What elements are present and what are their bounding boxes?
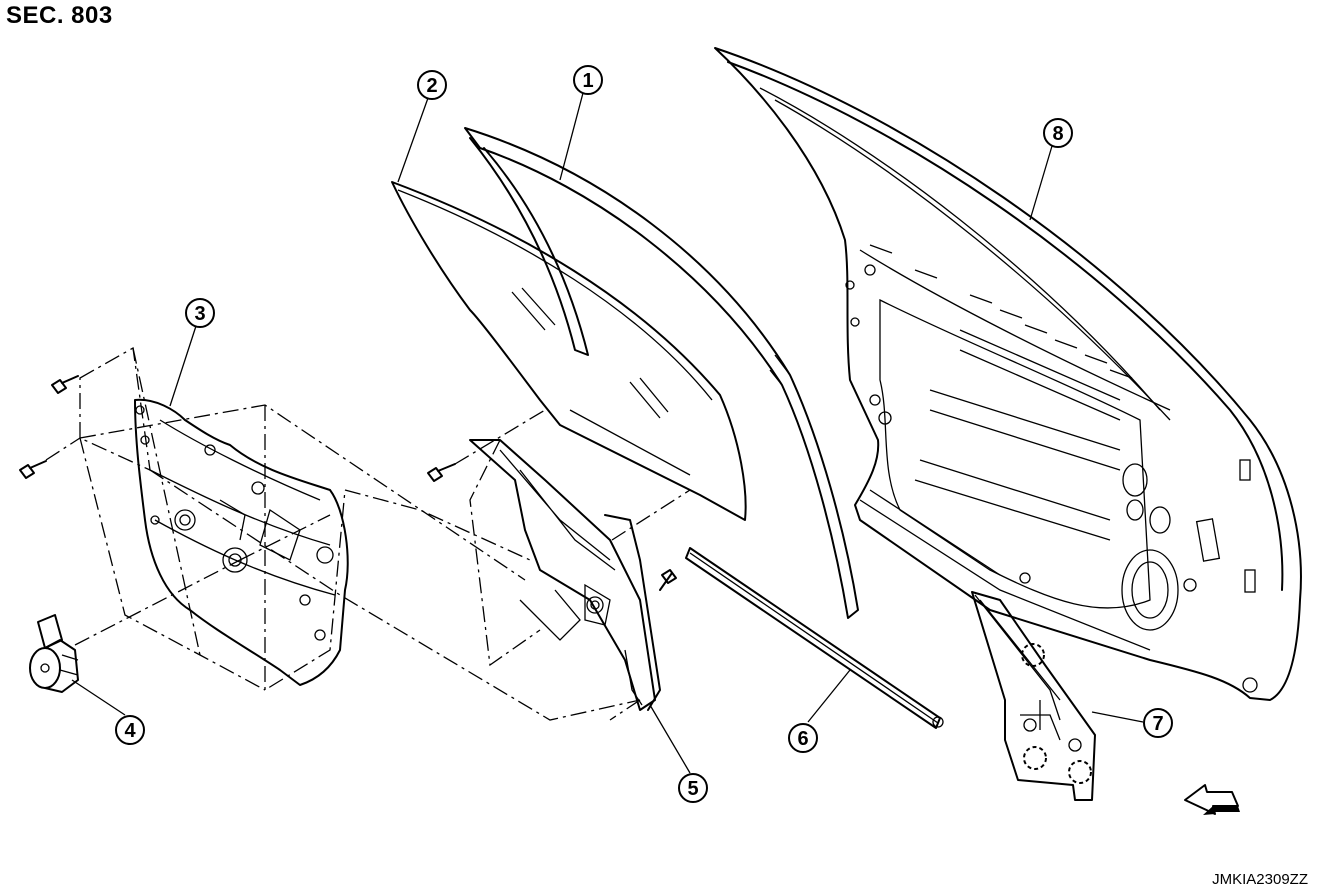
bolts bbox=[19, 375, 677, 591]
bolt-icon bbox=[51, 375, 79, 394]
callout-6: 6 bbox=[788, 723, 818, 753]
regulator-motor bbox=[29, 614, 79, 693]
bolt-icon bbox=[427, 463, 456, 482]
reference-code: JMKIA2309ZZ bbox=[1212, 871, 1308, 888]
callout-label: 7 bbox=[1152, 713, 1163, 735]
bolt-icon bbox=[659, 569, 677, 591]
callout-2: 2 bbox=[417, 70, 447, 100]
callout-label: 5 bbox=[687, 778, 698, 800]
callout-label: 8 bbox=[1052, 123, 1063, 145]
leader-lines bbox=[71, 92, 1144, 774]
outside-weatherstrip bbox=[685, 547, 944, 729]
guide-bracket bbox=[971, 591, 1096, 801]
callout-label: 2 bbox=[426, 75, 437, 97]
callout-8: 8 bbox=[1043, 118, 1073, 148]
callout-7: 7 bbox=[1143, 708, 1173, 738]
callout-4: 4 bbox=[115, 715, 145, 745]
callout-label: 4 bbox=[124, 720, 136, 742]
glass-run-frame bbox=[464, 127, 859, 619]
front-direction-arrow-icon bbox=[1184, 784, 1240, 815]
regulator-base-plate bbox=[134, 398, 349, 686]
assembly-lines bbox=[45, 346, 691, 721]
callout-1: 1 bbox=[573, 65, 603, 95]
bolt-icon bbox=[19, 460, 47, 479]
callout-5: 5 bbox=[678, 773, 708, 803]
door-glass bbox=[391, 181, 747, 521]
section-title: SEC. 803 bbox=[6, 2, 113, 29]
callout-3: 3 bbox=[185, 298, 215, 328]
callout-label: 3 bbox=[194, 303, 205, 325]
callout-label: 6 bbox=[797, 728, 808, 750]
door-panel bbox=[714, 47, 1302, 701]
callout-label: 1 bbox=[582, 70, 593, 92]
regulator-assembly bbox=[469, 439, 661, 711]
